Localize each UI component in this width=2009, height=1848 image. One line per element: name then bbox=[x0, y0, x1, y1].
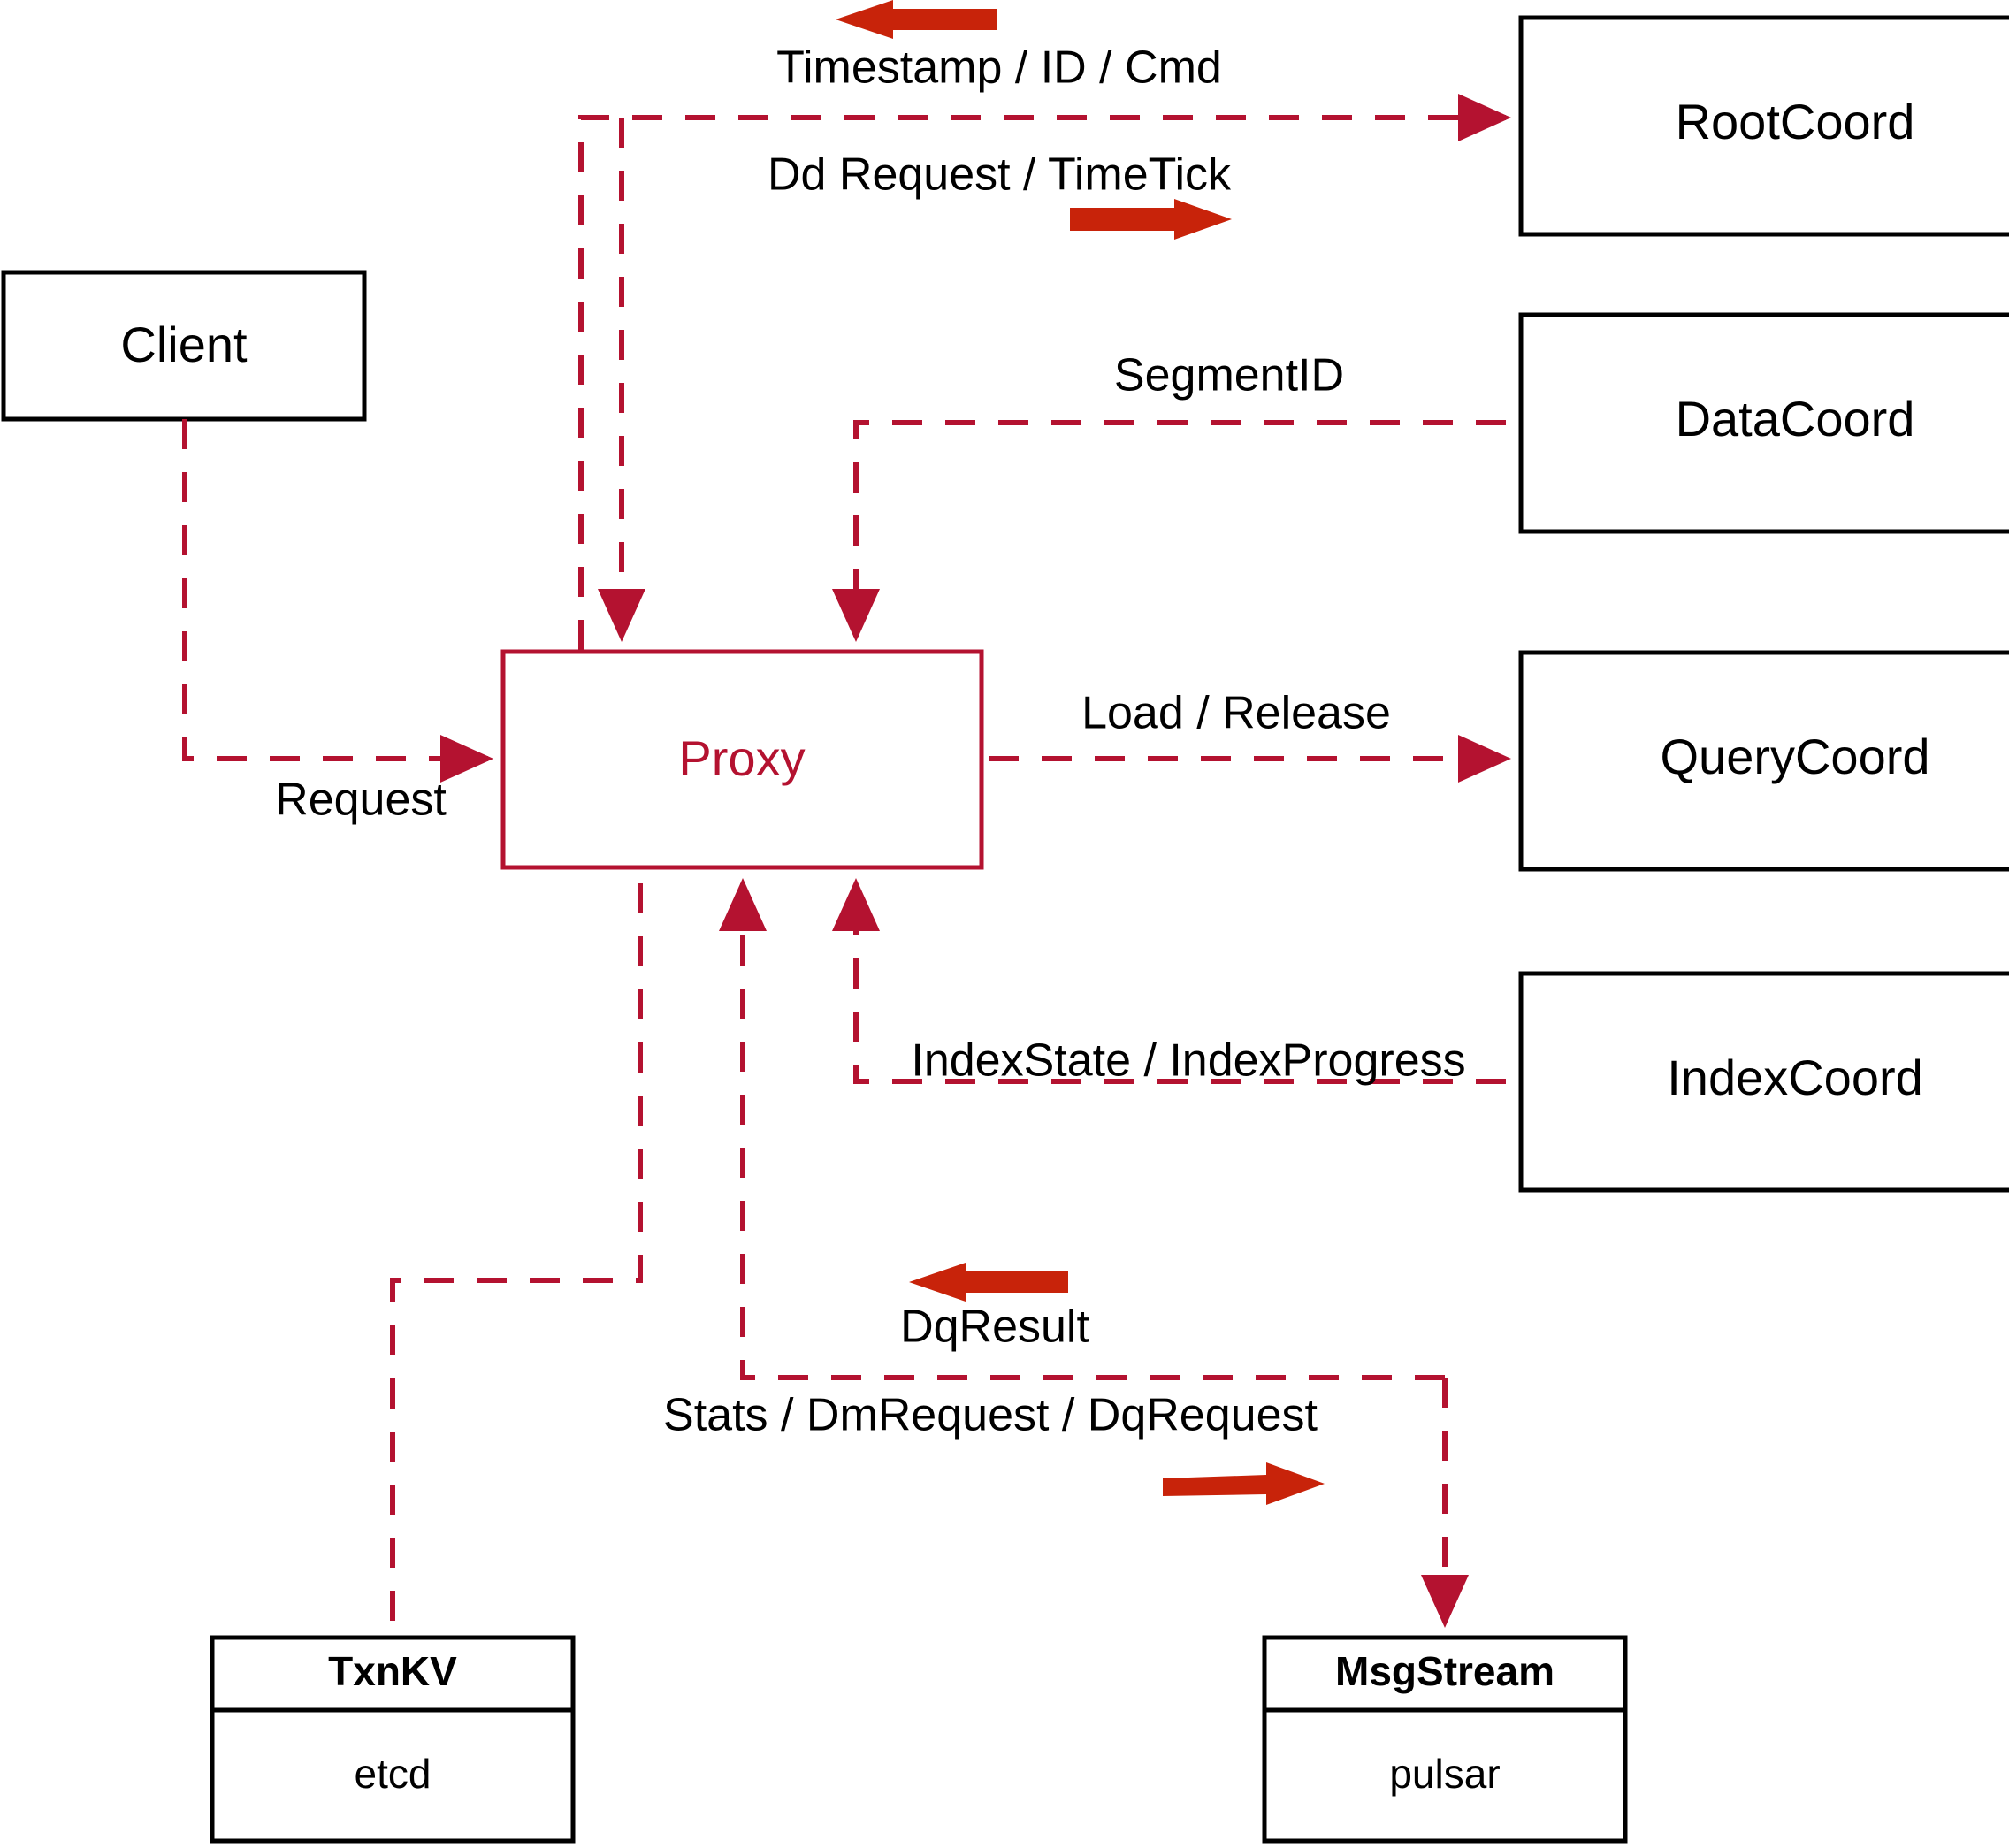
node-indexcoord[interactable]: IndexCoord bbox=[1518, 971, 2009, 1193]
edge-label-dqresult: DqResult bbox=[900, 1302, 1089, 1353]
node-datacoord[interactable]: DataCoord bbox=[1518, 312, 2009, 534]
node-indexcoord-label: IndexCoord bbox=[1667, 1050, 1923, 1105]
edge-label-stats: Stats / DmRequest / DqRequest bbox=[663, 1390, 1318, 1441]
edge-client-proxy bbox=[182, 419, 493, 783]
edge-label-segmentid: SegmentID bbox=[1114, 350, 1344, 401]
node-rootcoord[interactable]: RootCoord bbox=[1518, 15, 2009, 237]
edge-label-request: Request bbox=[275, 775, 447, 826]
arrow-dqresult-left-icon bbox=[909, 1263, 1068, 1302]
arrow-stats-right-icon bbox=[1163, 1462, 1325, 1505]
node-msgstream-title: MsgStream bbox=[1335, 1648, 1554, 1694]
node-txnkv-title: TxnKV bbox=[328, 1648, 457, 1694]
node-rootcoord-label: RootCoord bbox=[1676, 94, 1915, 149]
node-proxy[interactable]: Proxy bbox=[500, 649, 984, 870]
node-txnkv-subtitle: etcd bbox=[355, 1751, 432, 1797]
edge-datacoord-proxy bbox=[832, 420, 1506, 642]
node-client[interactable]: Client bbox=[1, 270, 367, 422]
node-datacoord-label: DataCoord bbox=[1676, 391, 1915, 447]
edge-label-load-release: Load / Release bbox=[1081, 688, 1391, 739]
node-txnkv[interactable]: TxnKV etcd bbox=[210, 1635, 576, 1844]
node-msgstream[interactable]: MsgStream pulsar bbox=[1262, 1635, 1628, 1844]
node-client-label: Client bbox=[120, 317, 248, 372]
node-proxy-label: Proxy bbox=[678, 730, 805, 786]
edge-proxy-txnkv bbox=[390, 883, 643, 1623]
arrow-ddrequest-right-icon bbox=[1070, 199, 1232, 240]
node-msgstream-subtitle: pulsar bbox=[1389, 1751, 1500, 1797]
edge-label-indexstate: IndexState / IndexProgress bbox=[911, 1035, 1465, 1087]
edge-proxy-rootcoord bbox=[578, 94, 1511, 650]
edge-label-timestamp: Timestamp / ID / Cmd bbox=[776, 42, 1222, 94]
node-querycoord-label: QueryCoord bbox=[1660, 729, 1929, 784]
edge-msgstream-proxy bbox=[719, 878, 1445, 1380]
arrow-timestamp-left-icon bbox=[836, 0, 997, 39]
node-querycoord[interactable]: QueryCoord bbox=[1518, 650, 2009, 872]
edge-indexcoord-proxy bbox=[832, 878, 1506, 1084]
edge-label-ddrequest: Dd Request / TimeTick bbox=[768, 149, 1232, 201]
